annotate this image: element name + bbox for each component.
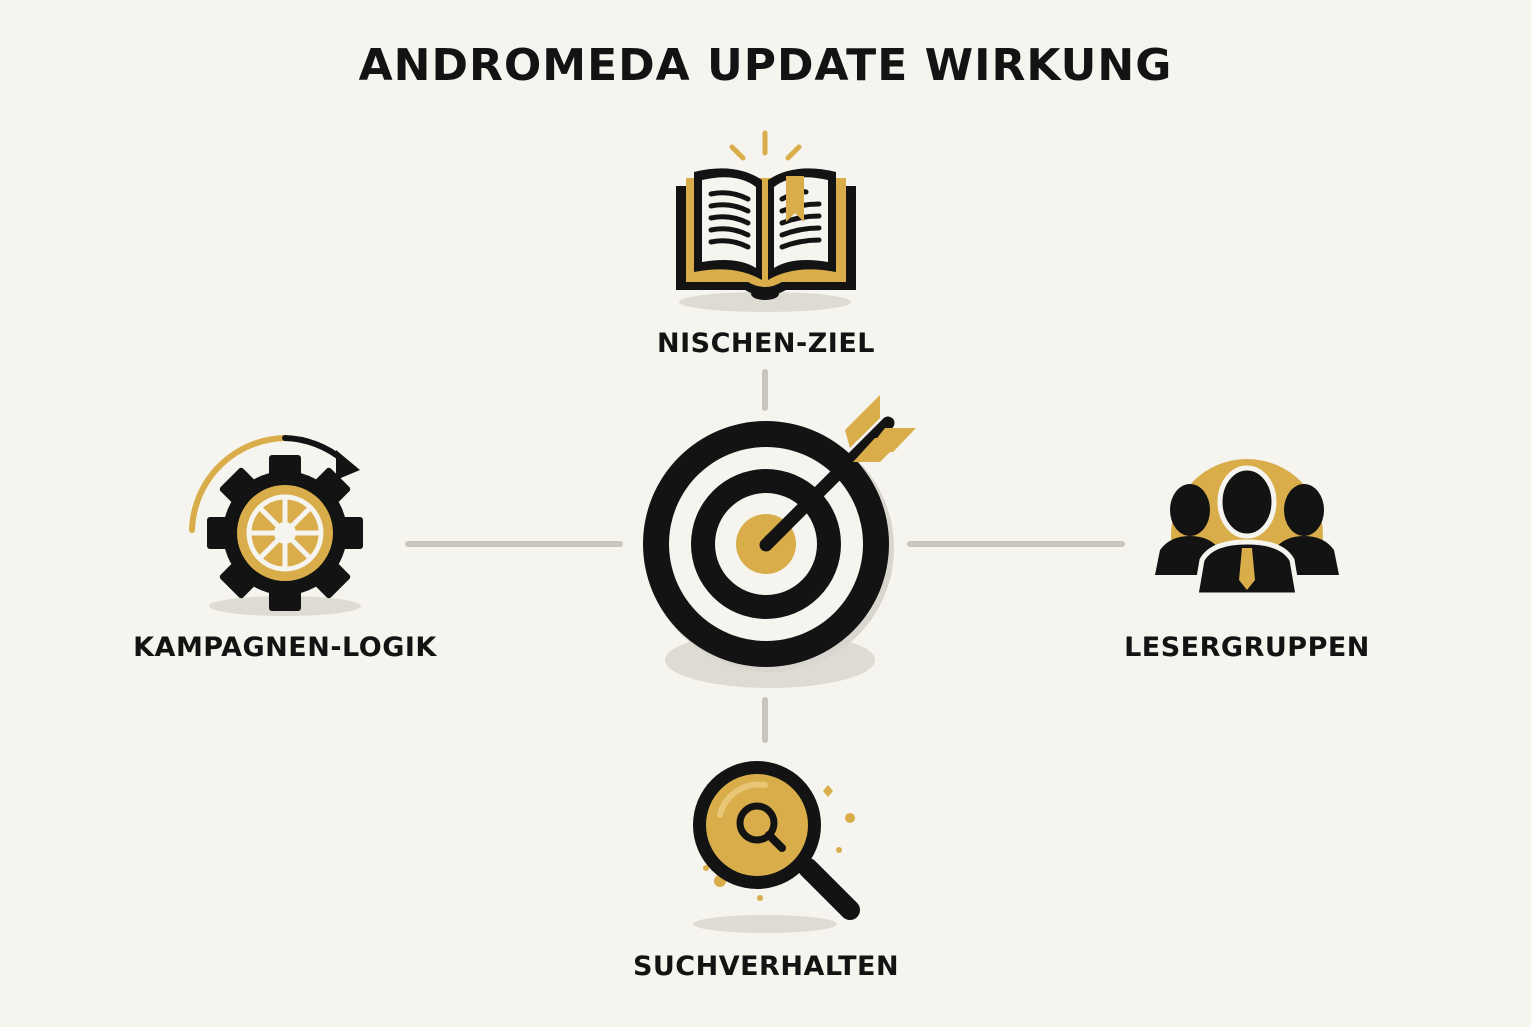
people-group-icon bbox=[1150, 459, 1346, 615]
connectors bbox=[405, 369, 1125, 743]
diagram-title: ANDROMEDA UPDATE WIRKUNG bbox=[358, 40, 1173, 91]
node-label-top: NISCHEN-ZIEL bbox=[656, 328, 876, 359]
target-arrow-icon bbox=[643, 395, 916, 688]
node-label-bottom: SUCHVERHALTEN bbox=[632, 951, 900, 982]
gear-cycle-icon bbox=[189, 435, 363, 616]
magnifier-icon bbox=[693, 761, 860, 933]
node-label-left: KAMPAGNEN-LOGIK bbox=[133, 632, 437, 663]
open-book-icon bbox=[676, 130, 856, 312]
node-label-right: LESERGRUPPEN bbox=[1124, 632, 1370, 663]
